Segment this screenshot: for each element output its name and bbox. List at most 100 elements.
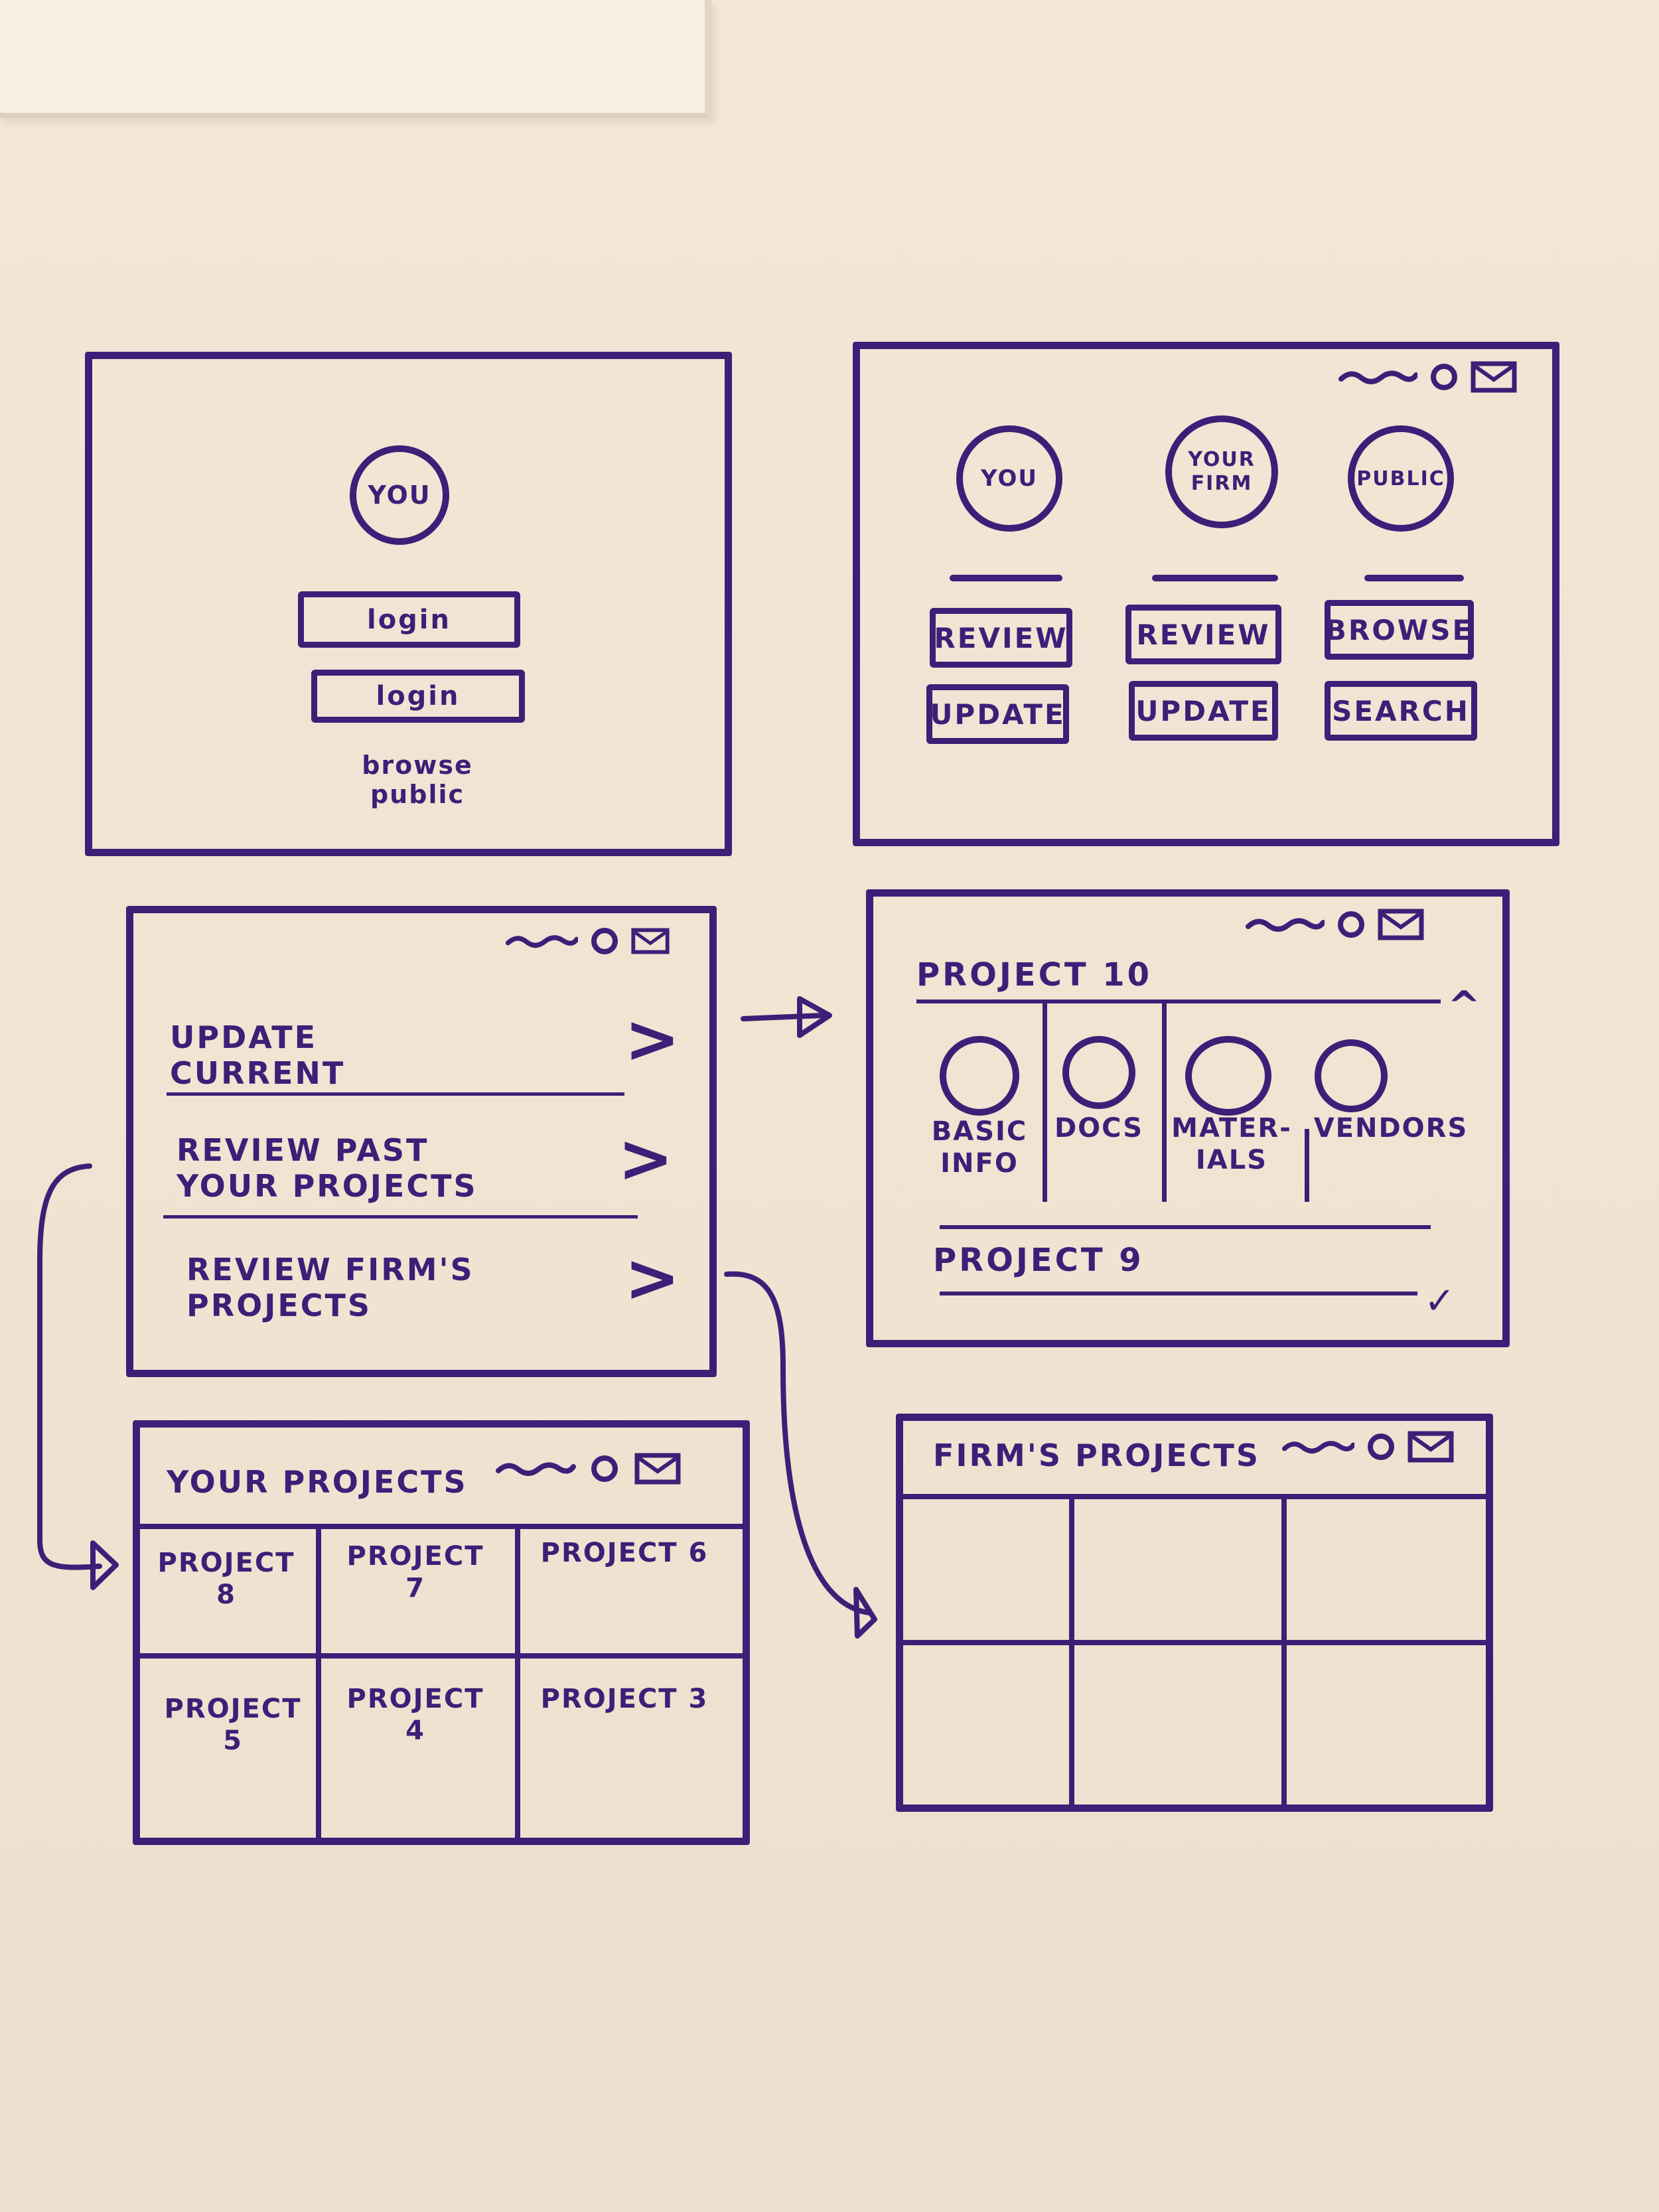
tab-materials[interactable]: MATER-IALS [1171, 1113, 1292, 1175]
arrow-to-your-projects [37, 1163, 102, 1570]
menu-item-review-past[interactable]: REVIEW PAST YOUR PROJECTS [177, 1132, 478, 1204]
tab-divider [1305, 1129, 1309, 1202]
circle-icon[interactable] [1431, 364, 1457, 390]
login-button-2[interactable]: login [311, 670, 525, 723]
you-circle-label: YOU [981, 465, 1038, 492]
firm-project-cell[interactable] [903, 1499, 1066, 1635]
mail-icon[interactable] [1407, 1431, 1454, 1463]
project-title: PROJECT 10 [916, 956, 1153, 994]
update-you-button[interactable]: UPDATE [926, 684, 1069, 744]
project-cell-3[interactable]: PROJECT 3 [540, 1684, 709, 1714]
your-projects-topbar-icons [492, 1453, 684, 1485]
mail-icon[interactable] [1471, 361, 1517, 393]
project-footer-divider [940, 1291, 1417, 1295]
grid-line [140, 1524, 744, 1529]
squiggle-icon[interactable] [505, 931, 578, 951]
menu-item-review-firm[interactable]: REVIEW FIRM'S PROJECTS [186, 1252, 474, 1323]
search-button-label: SEARCH [1332, 694, 1470, 727]
search-button[interactable]: SEARCH [1325, 681, 1477, 741]
next-project-title[interactable]: PROJECT 9 [933, 1242, 1144, 1279]
dashboard-frame: YOU REVIEW UPDATE YOUR FIRM REVIEW UPDAT… [853, 342, 1559, 846]
project-header-divider [916, 999, 1441, 1003]
login-button-2-label: login [376, 681, 461, 711]
project-cell-4[interactable]: PROJECT 4 [346, 1684, 484, 1746]
grid-line [903, 1494, 1487, 1499]
chevron-down-icon[interactable]: ✓ [1424, 1280, 1455, 1323]
grid-line [1281, 1494, 1287, 1806]
scribble-heading [950, 575, 1062, 581]
firm-project-cell[interactable] [1076, 1499, 1278, 1635]
project-footer-divider [940, 1225, 1431, 1229]
your-projects-frame: YOUR PROJECTS PROJECT 8 PROJECT 7 PROJEC… [133, 1420, 750, 1845]
update-firm-button-label: UPDATE [1135, 694, 1271, 727]
firms-projects-frame: FIRM'S PROJECTS [896, 1414, 1493, 1812]
project-cell-6[interactable]: PROJECT 6 [540, 1538, 709, 1568]
project-detail-frame: PROJECT 10 ^ BASIC INFO DOCS MATER-IALS … [866, 889, 1510, 1347]
paper-block [0, 0, 711, 118]
docs-circle-icon[interactable] [1062, 1036, 1135, 1109]
firm-project-cell[interactable] [1288, 1647, 1480, 1799]
menu-divider [163, 1215, 638, 1218]
browse-public-link[interactable]: browse public [362, 751, 473, 809]
project-cell-5[interactable]: PROJECT 5 [164, 1694, 302, 1756]
materials-circle-icon[interactable] [1185, 1036, 1271, 1116]
login-button-1-label: login [366, 604, 451, 635]
grid-line [316, 1524, 321, 1842]
chevron-up-icon[interactable]: ^ [1447, 983, 1481, 1029]
your-firm-circle-label: YOUR FIRM [1188, 448, 1256, 495]
dashboard-topbar-icons [1338, 361, 1517, 393]
squiggle-icon[interactable] [1245, 915, 1325, 934]
arrow-head [90, 1540, 119, 1590]
chevron-right-icon[interactable]: > [618, 1120, 674, 1197]
arrow-head [853, 1587, 877, 1639]
grid-line [515, 1524, 520, 1842]
squiggle-icon[interactable] [492, 1459, 578, 1479]
tab-vendors[interactable]: VENDORS [1313, 1113, 1469, 1143]
your-projects-title: YOUR PROJECTS [167, 1464, 468, 1500]
firms-projects-title: FIRM'S PROJECTS [933, 1438, 1261, 1473]
arrow-to-project-detail [741, 1013, 826, 1021]
browse-button[interactable]: BROWSE [1325, 600, 1474, 660]
grid-line [903, 1640, 1487, 1645]
mail-icon[interactable] [1378, 909, 1424, 940]
review-you-button-label: REVIEW [934, 621, 1068, 654]
basic-info-circle-icon[interactable] [940, 1036, 1019, 1116]
circle-icon[interactable] [591, 1455, 618, 1482]
you-avatar: YOU [350, 445, 449, 545]
circle-icon[interactable] [1338, 911, 1364, 938]
review-you-button[interactable]: REVIEW [930, 608, 1072, 668]
login-button-1[interactable]: login [298, 591, 520, 648]
browse-button-label: BROWSE [1325, 613, 1474, 646]
firm-project-cell[interactable] [1076, 1647, 1278, 1799]
squiggle-icon[interactable] [1338, 367, 1417, 387]
you-circle[interactable]: YOU [956, 425, 1062, 532]
mail-icon[interactable] [631, 1453, 684, 1485]
mail-icon[interactable] [631, 925, 670, 957]
chevron-right-icon[interactable]: > [624, 1000, 680, 1078]
project-cell-8[interactable]: PROJECT 8 [157, 1548, 295, 1610]
login-frame: YOU login login browse public [85, 352, 732, 856]
firm-project-cell[interactable] [1288, 1499, 1480, 1635]
your-firm-circle[interactable]: YOUR FIRM [1165, 415, 1278, 528]
public-circle[interactable]: PUBLIC [1348, 425, 1454, 532]
grid-line [1069, 1497, 1074, 1806]
circle-icon[interactable] [1368, 1434, 1394, 1460]
tab-divider [1162, 1003, 1167, 1202]
firm-project-cell[interactable] [903, 1647, 1066, 1799]
squiggle-icon[interactable] [1281, 1437, 1354, 1457]
arrow-head [797, 996, 832, 1038]
menu-topbar-icons [505, 925, 670, 957]
update-firm-button[interactable]: UPDATE [1129, 681, 1278, 741]
vendors-circle-icon[interactable] [1315, 1039, 1388, 1112]
tab-docs[interactable]: DOCS [1054, 1113, 1144, 1143]
tab-basic-info[interactable]: BASIC INFO [931, 1116, 1028, 1179]
project-cell-7[interactable]: PROJECT 7 [346, 1541, 484, 1603]
firms-topbar-icons [1281, 1431, 1454, 1463]
scribble-heading [1364, 575, 1464, 581]
review-firm-button[interactable]: REVIEW [1125, 605, 1281, 664]
project-topbar-icons [1245, 909, 1424, 940]
circle-icon[interactable] [591, 928, 618, 954]
chevron-right-icon[interactable]: > [624, 1239, 680, 1317]
menu-item-update-current[interactable]: UPDATE CURRENT [170, 1019, 346, 1091]
update-you-button-label: UPDATE [930, 698, 1066, 731]
